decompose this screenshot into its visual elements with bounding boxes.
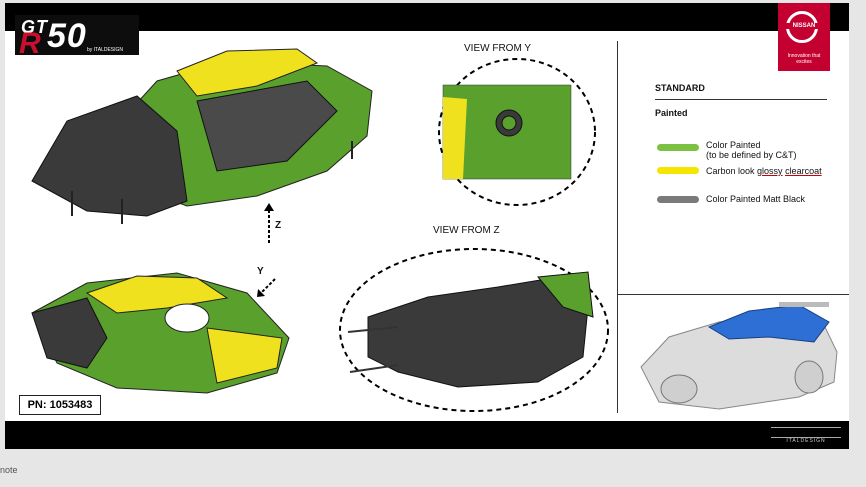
top-bar xyxy=(5,3,849,31)
part-number-box: PN: 1053483 xyxy=(19,395,101,415)
legend-subheading: Painted xyxy=(655,108,688,118)
nissan-tagline: Innovation that excites xyxy=(787,53,821,65)
notes-pane-label[interactable]: note xyxy=(0,465,18,475)
car-render-wheel-rear xyxy=(794,360,824,394)
legend-item-gray: Color Painted Matt Black xyxy=(706,194,806,204)
legend-swatch-green xyxy=(657,144,699,151)
view-from-y-title: VIEW FROM Y xyxy=(464,43,532,54)
legend-item-green-line1: Color Painted xyxy=(706,140,761,150)
italdesign-text: ITALDESIGN xyxy=(786,438,826,444)
view-from-z-detail xyxy=(339,248,609,412)
car-render-wing xyxy=(779,302,829,307)
view-from-y-detail xyxy=(438,58,596,206)
legend-item-yellow-text-d: clearcoat xyxy=(785,166,822,176)
logo-gt-text: GT xyxy=(21,17,48,37)
y-axis-arrow xyxy=(257,278,276,297)
car-render xyxy=(640,302,838,410)
y-axis-label: Y xyxy=(257,266,264,277)
legend-item-green: Color Painted (to be defined by C&T) xyxy=(706,140,797,160)
rear-dark-front xyxy=(31,297,108,369)
legend-heading: STANDARD xyxy=(655,83,705,93)
legend-swatch-yellow xyxy=(657,167,699,174)
nissan-logo: NISSAN Innovation that excites xyxy=(778,3,830,71)
bottom-bar xyxy=(5,421,849,449)
divider-horizontal xyxy=(617,294,849,295)
car-render-wheel-front xyxy=(660,374,698,404)
underbody-green-panel xyxy=(537,271,594,318)
rear-yellow-roof xyxy=(85,275,229,314)
underbody-rail xyxy=(349,364,399,373)
interior-dark xyxy=(196,80,338,172)
legend-item-yellow: Carbon look glossy clearcoat xyxy=(706,166,822,176)
logo-number: 50 xyxy=(47,17,87,55)
legend-swatch-gray xyxy=(657,196,699,203)
nissan-wordmark: NISSAN xyxy=(782,23,826,29)
underbody-rail xyxy=(347,326,399,333)
slide: GT R 50 by ITALDESIGN NISSAN Innovation … xyxy=(5,3,849,449)
car-body-iso-view xyxy=(31,48,373,224)
legend-item-green-line2: (to be defined by C&T) xyxy=(706,150,797,160)
rear-window-opening xyxy=(164,303,210,333)
italdesign-mark xyxy=(771,427,841,438)
view-y-fuel-cap xyxy=(501,115,517,131)
car-body-rear-view xyxy=(31,272,290,394)
car-render-blue-roof xyxy=(707,304,830,343)
front-structure-dark xyxy=(31,95,188,217)
legend-item-yellow-text-a: Carbon look xyxy=(706,166,758,176)
italdesign-logo: ITALDESIGN xyxy=(771,427,841,444)
roof-yellow-panel xyxy=(176,48,319,97)
divider-vertical xyxy=(617,41,618,413)
view-y-yellow-edge xyxy=(443,97,467,179)
logo-r-text: R xyxy=(19,27,41,60)
z-axis-arrow xyxy=(264,203,274,243)
gt-r50-logo: GT R 50 by ITALDESIGN xyxy=(15,15,139,60)
rear-yellow-tail xyxy=(206,327,283,384)
logo-by-text: by ITALDESIGN xyxy=(87,47,124,53)
z-axis-label: Z xyxy=(275,220,282,231)
view-from-z-title: VIEW FROM Z xyxy=(433,225,500,236)
legend-rule xyxy=(655,99,827,100)
legend-item-yellow-text-b: glossy xyxy=(757,166,783,176)
